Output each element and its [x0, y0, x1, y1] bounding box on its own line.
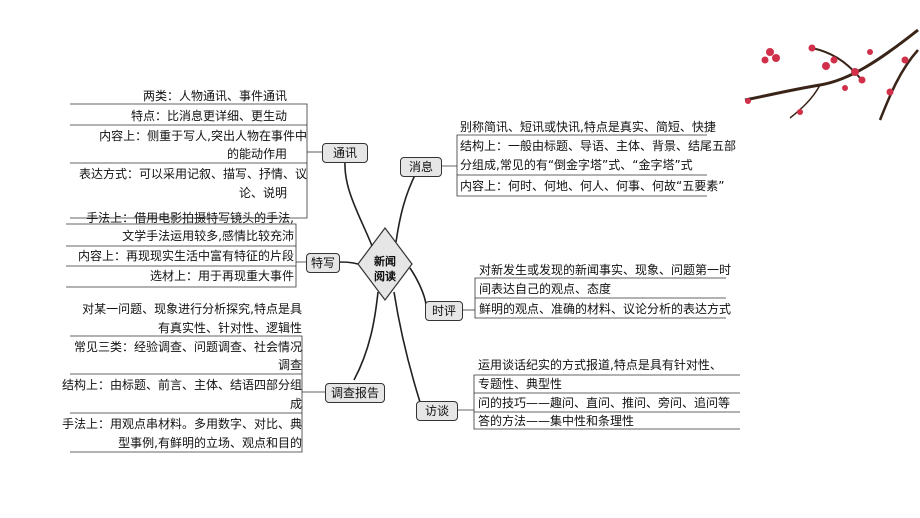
diaocha-line-7: 手法上：用观点串材料。多用数字、对比、典	[61, 417, 302, 431]
diaocha-line-5: 结构上：由标题、前言、主体、结语四部分组	[61, 378, 302, 392]
shiping-line-3: 鲜明的观点、准确的材料、议论分析的表达方式	[479, 302, 732, 316]
fangtan-line-1: 运用谈话纪实的方式报道,特点是具有针对性、	[478, 358, 722, 372]
xiaoxi-line-3: 分组成,常见的有“倒金字塔”式、“金字塔”式	[460, 158, 693, 172]
texie-line-2: 文学手法运用较多,感情比较充沛	[122, 229, 294, 243]
texie-line-1: 手法上：借用电影拍摄特写镜头的手法,	[86, 211, 294, 225]
node-diaocha: 调查报告	[325, 383, 385, 403]
node-fangtan: 访谈	[416, 401, 458, 421]
center-line-1: 新闻	[374, 255, 396, 268]
tongxun-line-4: 的能动作用	[226, 147, 287, 161]
plum-blossom-decoration	[744, 28, 919, 121]
diaocha-line-3: 常见三类：经验调查、问题调查、社会情况	[73, 340, 302, 354]
fangtan-line-4: 答的方法——集中性和条理性	[478, 414, 635, 428]
fangtan-line-3: 问的技巧——趣问、直问、推问、旁问、追问等	[478, 396, 731, 410]
node-tongxun: 通讯	[322, 143, 368, 163]
texie-line-4: 选材上：用于再现重大事件	[149, 269, 294, 283]
tongxun-line-1: 两类：人物通讯、事件通讯	[142, 89, 287, 103]
node-shiping: 时评	[425, 301, 463, 321]
shiping-line-2: 间表达自己的观点、态度	[479, 282, 612, 296]
tongxun-line-2: 特点：比消息更详细、更生动	[130, 109, 287, 123]
diaocha-line-4: 调查	[277, 358, 302, 372]
diaocha-line-8: 型事例,有鲜明的立场、观点和目的	[118, 436, 302, 450]
node-xiaoxi: 消息	[400, 157, 442, 177]
center-line-2: 阅读	[374, 270, 396, 283]
diaocha-line-1: 对某一问题、现象进行分析探究,特点是具	[82, 302, 302, 316]
shiping-line-1: 对新发生或发现的新闻事实、现象、问题第一时	[479, 263, 732, 277]
tongxun-line-5: 表达方式：可以采用记叙、描写、抒情、议	[78, 167, 307, 181]
xiaoxi-line-4: 内容上：何时、何地、何人、何事、何故“五要素”	[460, 179, 725, 193]
texie-line-3: 内容上：再现现实生活中富有特征的片段	[77, 249, 294, 263]
center-node: 新闻 阅读	[360, 254, 410, 284]
diaocha-line-6: 成	[289, 397, 302, 411]
xiaoxi-line-2: 结构上：一般由标题、导语、主体、背景、结尾五部	[460, 139, 737, 153]
xiaoxi-line-1: 别称简讯、短讯或快讯,特点是真实、简短、快捷	[460, 120, 716, 134]
fangtan-line-2: 专题性、典型性	[478, 377, 563, 391]
node-texie: 特写	[306, 253, 340, 273]
diaocha-line-2: 有真实性、针对性、逻辑性	[157, 321, 302, 335]
tongxun-line-6: 论、说明	[238, 186, 287, 200]
tongxun-line-3: 内容上：侧重于写人,突出人物在事件中	[99, 129, 307, 143]
